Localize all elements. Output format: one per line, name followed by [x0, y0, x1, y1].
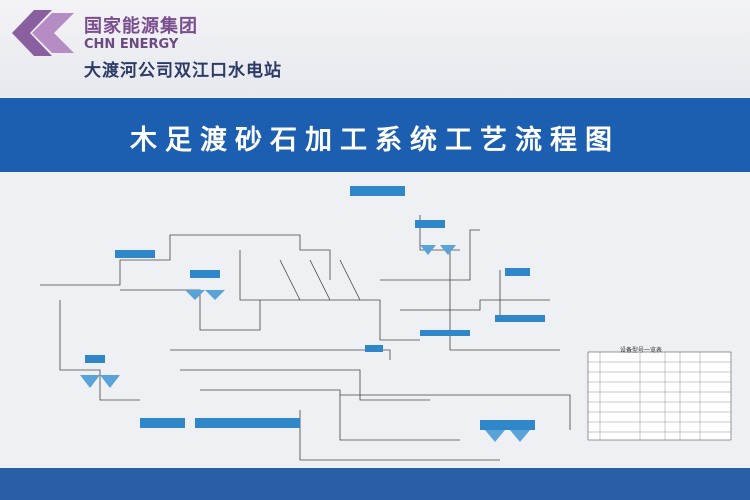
title-banner: [0, 98, 750, 172]
chn-energy-logo-icon: [12, 10, 74, 56]
equipment-table: [587, 351, 732, 441]
page-title: 木足渡砂石加工系统工艺流程图: [130, 125, 620, 156]
org-name-en: CHN ENERGY: [84, 37, 179, 52]
equipment-blocks: [85, 186, 545, 430]
bottom-band: [0, 468, 750, 500]
station-name: 大渡河公司双江口水电站: [84, 61, 282, 81]
org-name-cn: 国家能源集团: [84, 16, 198, 37]
header-area: 国家能源集团 CHN ENERGY 大渡河公司双江口水电站: [0, 0, 750, 96]
table-title: 设备型号一览表: [620, 347, 663, 354]
